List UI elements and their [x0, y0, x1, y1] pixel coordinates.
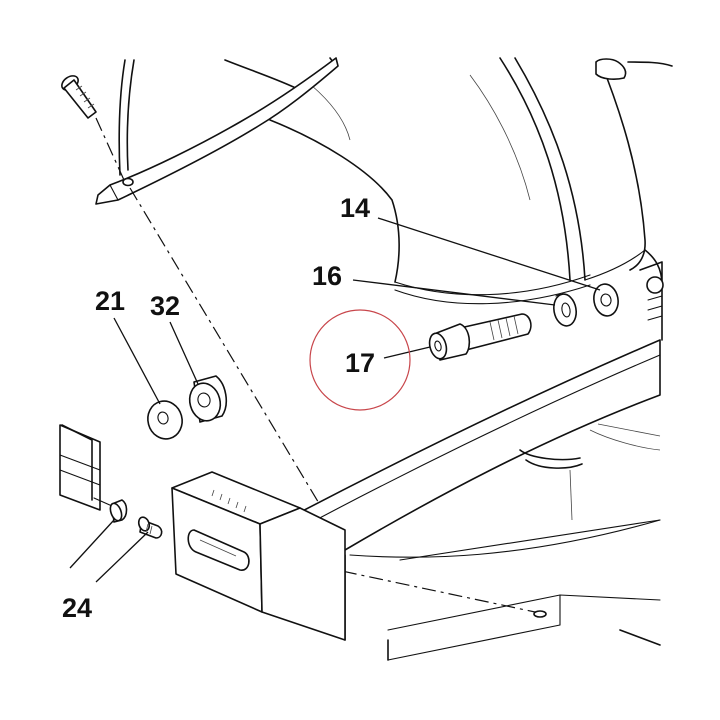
- callout-32: 32: [150, 291, 180, 321]
- leader-16: [352, 279, 556, 306]
- alignment-line-left: [95, 117, 125, 181]
- leader-17: [383, 346, 431, 359]
- washer-21: [147, 400, 183, 440]
- bushing-32: [188, 375, 228, 423]
- alignment-line-main: [129, 187, 321, 506]
- bolt-17: [428, 313, 532, 361]
- washer-16: [553, 293, 577, 327]
- alignment-line-bottom: [289, 559, 536, 613]
- leader-24b: [95, 531, 149, 583]
- leader-21: [113, 317, 161, 405]
- swing-arm: [269, 339, 661, 552]
- callout-24: 24: [62, 593, 92, 623]
- highlight-circle: [309, 309, 411, 411]
- callout-14: 14: [340, 193, 370, 223]
- fastener-24: [93, 497, 163, 539]
- leader-32: [169, 321, 199, 385]
- callout-16: 16: [312, 261, 342, 291]
- left-support-beam: [59, 424, 101, 511]
- leader-14: [377, 217, 601, 291]
- right-frame-block: [639, 261, 664, 341]
- screw-top-left: [61, 75, 97, 119]
- upper-bracket: [95, 57, 339, 205]
- front-block: [171, 471, 346, 641]
- leader-24a: [69, 519, 115, 569]
- spacer-14: [593, 283, 619, 317]
- callout-17: 17: [345, 348, 375, 378]
- leader-lines: [69, 217, 601, 583]
- fender-housing: [118, 57, 673, 305]
- callout-21: 21: [95, 286, 125, 316]
